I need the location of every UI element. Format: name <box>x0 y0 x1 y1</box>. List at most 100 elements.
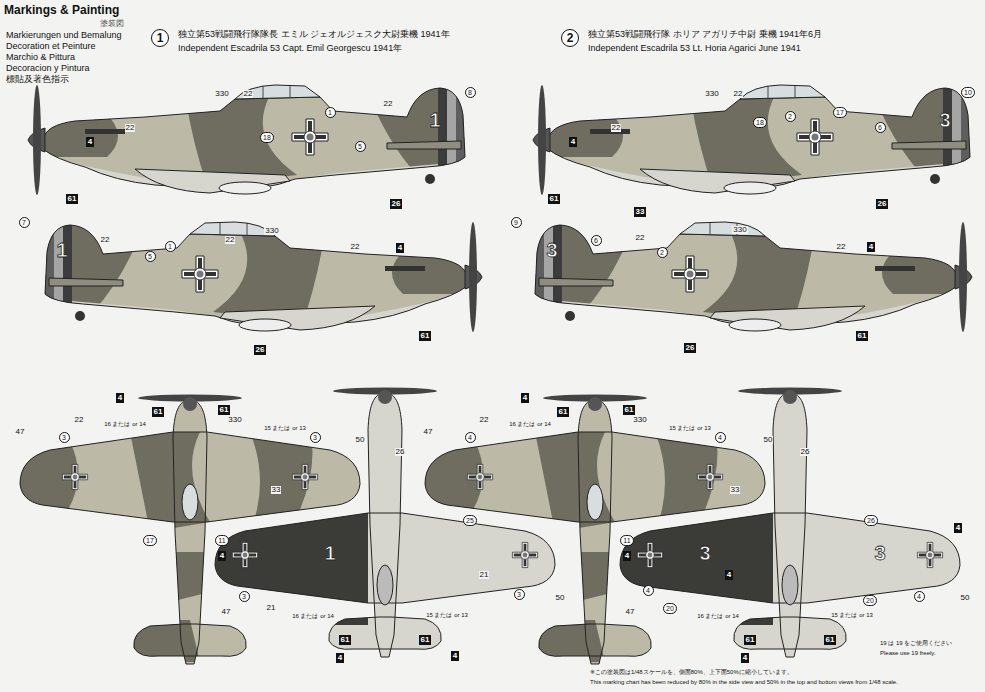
callout-number: 330 <box>214 90 229 98</box>
callout-number: 50 <box>555 594 566 602</box>
callout-number-box: 26 <box>876 199 889 209</box>
callout-number-circle: 4 <box>643 585 654 596</box>
callout-option: 15 または or 13 <box>425 612 469 618</box>
callout-number-circle: 18 <box>753 117 767 128</box>
callout-number: 22 <box>225 236 236 244</box>
note-text: This marking chart has been reduced by 8… <box>590 679 898 685</box>
callout-number-box: 4 <box>218 551 226 561</box>
callout-number-box: 4 <box>86 137 94 147</box>
callout-number-box: 4 <box>451 651 459 661</box>
callout-number-circle: 25 <box>463 515 477 526</box>
callout-number: 22 <box>100 236 111 244</box>
callout-number-circle: 17 <box>143 535 157 546</box>
callout-number-circle: 20 <box>863 595 877 606</box>
scheme-number: 2 <box>561 29 579 47</box>
callout-number-box: 61 <box>548 194 561 204</box>
callout-number-circle: 3 <box>310 432 321 443</box>
callout-number-circle: 1 <box>165 241 176 252</box>
callout-number-box: 61 <box>419 635 432 645</box>
callout-number: 330 <box>732 226 747 234</box>
heading-text: Decoration et Peinture <box>6 42 96 51</box>
note-text: ※この塗装図は1/48スケールを、側面80%、上下面50%に縮小しています。 <box>590 669 793 675</box>
callout-number: 330 <box>264 227 279 235</box>
scheme-number-text: 2 <box>567 32 574 44</box>
callout-number: 330 <box>632 416 647 424</box>
callout-number: 22 <box>611 124 622 132</box>
callout-number-box: 61 <box>824 635 837 645</box>
note-text: Please use 19 freely. <box>880 650 936 656</box>
callout-number-circle: 9 <box>511 217 522 228</box>
callout-number-box: 61 <box>856 331 869 341</box>
callout-number-box: 33 <box>634 207 647 217</box>
aircraft-marking: 3 <box>546 240 557 260</box>
aircraft-marking: 3 <box>699 543 710 563</box>
side-view-right <box>28 85 475 215</box>
callout-option: 15 または or 13 <box>668 425 712 431</box>
side-view-right <box>533 85 980 215</box>
callout-number-box: 61 <box>66 194 79 204</box>
aircraft-marking: 1 <box>429 110 440 130</box>
callout-number-circle: 5 <box>355 141 366 152</box>
callout-number-circle: 3 <box>239 591 250 602</box>
callout-number: 330 <box>227 416 242 424</box>
heading-text: 塗装図 <box>100 20 124 28</box>
callout-number-box: 4 <box>521 393 529 403</box>
side-view-left <box>35 222 482 352</box>
heading-text: 独立第53戦闘飛行隊隊長 エミル ジェオルジェスク大尉乗機 1941年 <box>178 30 450 39</box>
callout-number: 47 <box>423 428 434 436</box>
callout-number: 47 <box>221 608 232 616</box>
callout-number-box: 61 <box>623 405 636 415</box>
callout-number: 22 <box>733 90 744 98</box>
aircraft-marking: 1 <box>324 543 335 563</box>
callout-number-circle: 8 <box>465 87 476 98</box>
heading-text: 標貼及著色指示 <box>6 75 69 84</box>
callout-option: 16 または or 14 <box>291 613 335 619</box>
callout-number: 22 <box>836 243 847 251</box>
callout-number-circle: 5 <box>145 251 156 262</box>
callout-number: 50 <box>355 436 366 444</box>
callout-number-box: 4 <box>725 570 733 580</box>
aircraft-marking: 1 <box>56 240 67 260</box>
aircraft-marking: 3 <box>939 110 950 130</box>
callout-number-box: 61 <box>557 407 570 417</box>
callout-number-circle: 4 <box>914 591 925 602</box>
callout-number: 33 <box>730 486 741 494</box>
callout-number-box: 61 <box>152 407 165 417</box>
callout-option: 16 または or 14 <box>103 421 147 427</box>
callout-number-box: 26 <box>254 345 267 355</box>
scheme-number-text: 1 <box>157 32 164 44</box>
title-text: Markings & Painting <box>4 4 119 16</box>
callout-option: 15 または or 13 <box>830 612 874 618</box>
heading-text: 独立第53戦闘飛行隊 ホリア アガリチ中尉 乗機 1941年6月 <box>588 30 822 39</box>
callout-number: 22 <box>383 100 394 108</box>
callout-number: 22 <box>635 234 646 242</box>
scheme-number: 1 <box>151 29 169 47</box>
callout-number-box: 4 <box>741 653 749 663</box>
callout-number-circle: 3 <box>59 432 70 443</box>
callout-number: 21 <box>266 604 277 612</box>
callout-number: 50 <box>960 594 971 602</box>
heading-text: Independent Escadrila 53 Capt. Emil Geor… <box>178 44 402 53</box>
aircraft-marking: 3 <box>874 543 885 563</box>
callout-number: 22 <box>243 90 254 98</box>
callout-number-circle: 4 <box>715 432 726 443</box>
callout-number-circle: 4 <box>465 432 476 443</box>
heading-text: Marchio & Pittura <box>6 53 75 62</box>
callout-number: 22 <box>350 243 361 251</box>
callout-number: 21 <box>479 571 490 579</box>
callout-number-circle: 3 <box>514 589 525 600</box>
callout-number-circle: 10 <box>961 87 975 98</box>
callout-number-box: 61 <box>419 331 432 341</box>
callout-number-circle: 20 <box>663 603 677 614</box>
callout-number-circle: 17 <box>833 107 847 118</box>
callout-number-circle: 6 <box>875 122 886 133</box>
callout-number-box: 4 <box>623 551 631 561</box>
heading-text: Markierungen und Bemalung <box>6 31 122 40</box>
callout-number: 22 <box>479 416 490 424</box>
callout-option: 16 または or 14 <box>696 613 740 619</box>
heading-text: Decoracion y Pintura <box>6 64 90 73</box>
heading-text: Independent Escadrila 53 Lt. Horia Agari… <box>588 44 801 53</box>
callout-number-circle: 7 <box>19 217 30 228</box>
